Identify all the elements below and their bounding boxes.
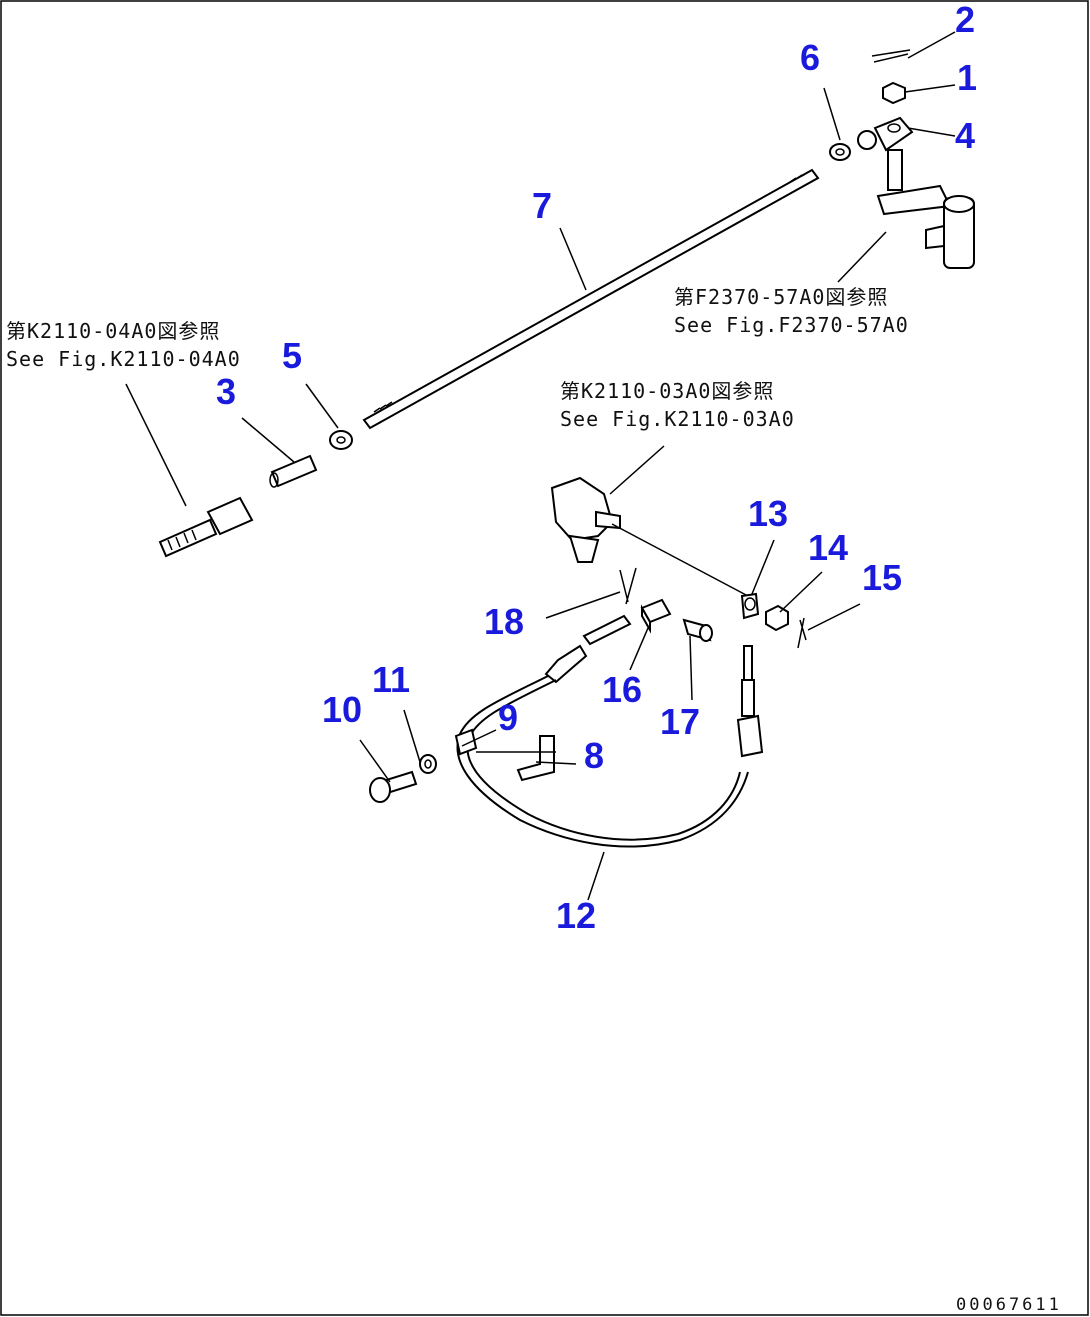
callout-17: 17 — [660, 701, 700, 742]
bracket-8 — [516, 735, 555, 782]
control-cable-12 — [456, 614, 764, 848]
callout-2: 2 — [955, 0, 975, 40]
washer-11 — [419, 754, 437, 774]
clevis-16 — [640, 598, 672, 634]
ref-k2110-03a0-en: See Fig.K2110-03A0 — [560, 407, 795, 431]
nut-1 — [882, 81, 906, 105]
lever-bracket — [876, 149, 975, 269]
callout-6: 6 — [800, 37, 820, 78]
callout-3: 3 — [216, 371, 236, 412]
callout-11: 11 — [372, 659, 410, 700]
callout-18: 18 — [484, 601, 524, 642]
bolt-10 — [369, 770, 418, 803]
callout-15: 15 — [862, 557, 902, 598]
callout-5: 5 — [282, 335, 302, 376]
ball-joint-13 — [740, 592, 760, 620]
callout-1: 1 — [957, 57, 977, 98]
cotter-pin-18 — [619, 567, 637, 605]
cotter-pin-15 — [797, 617, 807, 649]
joint-3 — [269, 454, 318, 488]
ref-k2110-03a0-jp: 第K2110-03A0図参照 — [560, 379, 774, 403]
link-wire — [611, 523, 749, 597]
drawing-code: 00067611 — [956, 1295, 1062, 1315]
control-bracket — [550, 476, 621, 563]
leader-lines — [125, 31, 956, 901]
callout-14: 14 — [808, 527, 848, 568]
left-rod-end — [158, 496, 254, 558]
pin-17 — [682, 618, 713, 642]
cotter-pin-2 — [871, 49, 911, 63]
callout-10: 10 — [322, 689, 362, 730]
callout-8: 8 — [584, 735, 604, 776]
rod-end-4 — [857, 116, 914, 152]
nut-5 — [329, 430, 353, 450]
nut-6 — [829, 143, 851, 161]
ref-f2370-57a0-jp: 第F2370-57A0図参照 — [674, 285, 888, 309]
ref-k2110-04a0-en: See Fig.K2110-04A0 — [6, 347, 241, 371]
rod-7 — [362, 168, 820, 430]
callout-9: 9 — [498, 697, 518, 738]
nut-14 — [765, 604, 789, 632]
callout-4: 4 — [955, 115, 975, 156]
callout-12: 12 — [556, 895, 596, 936]
callout-13: 13 — [748, 493, 788, 534]
callout-16: 16 — [602, 669, 642, 710]
ref-k2110-04a0-jp: 第K2110-04A0図参照 — [6, 319, 220, 343]
callout-7: 7 — [532, 185, 552, 226]
clamp-9 — [454, 728, 478, 756]
ref-f2370-57a0-en: See Fig.F2370-57A0 — [674, 313, 909, 337]
